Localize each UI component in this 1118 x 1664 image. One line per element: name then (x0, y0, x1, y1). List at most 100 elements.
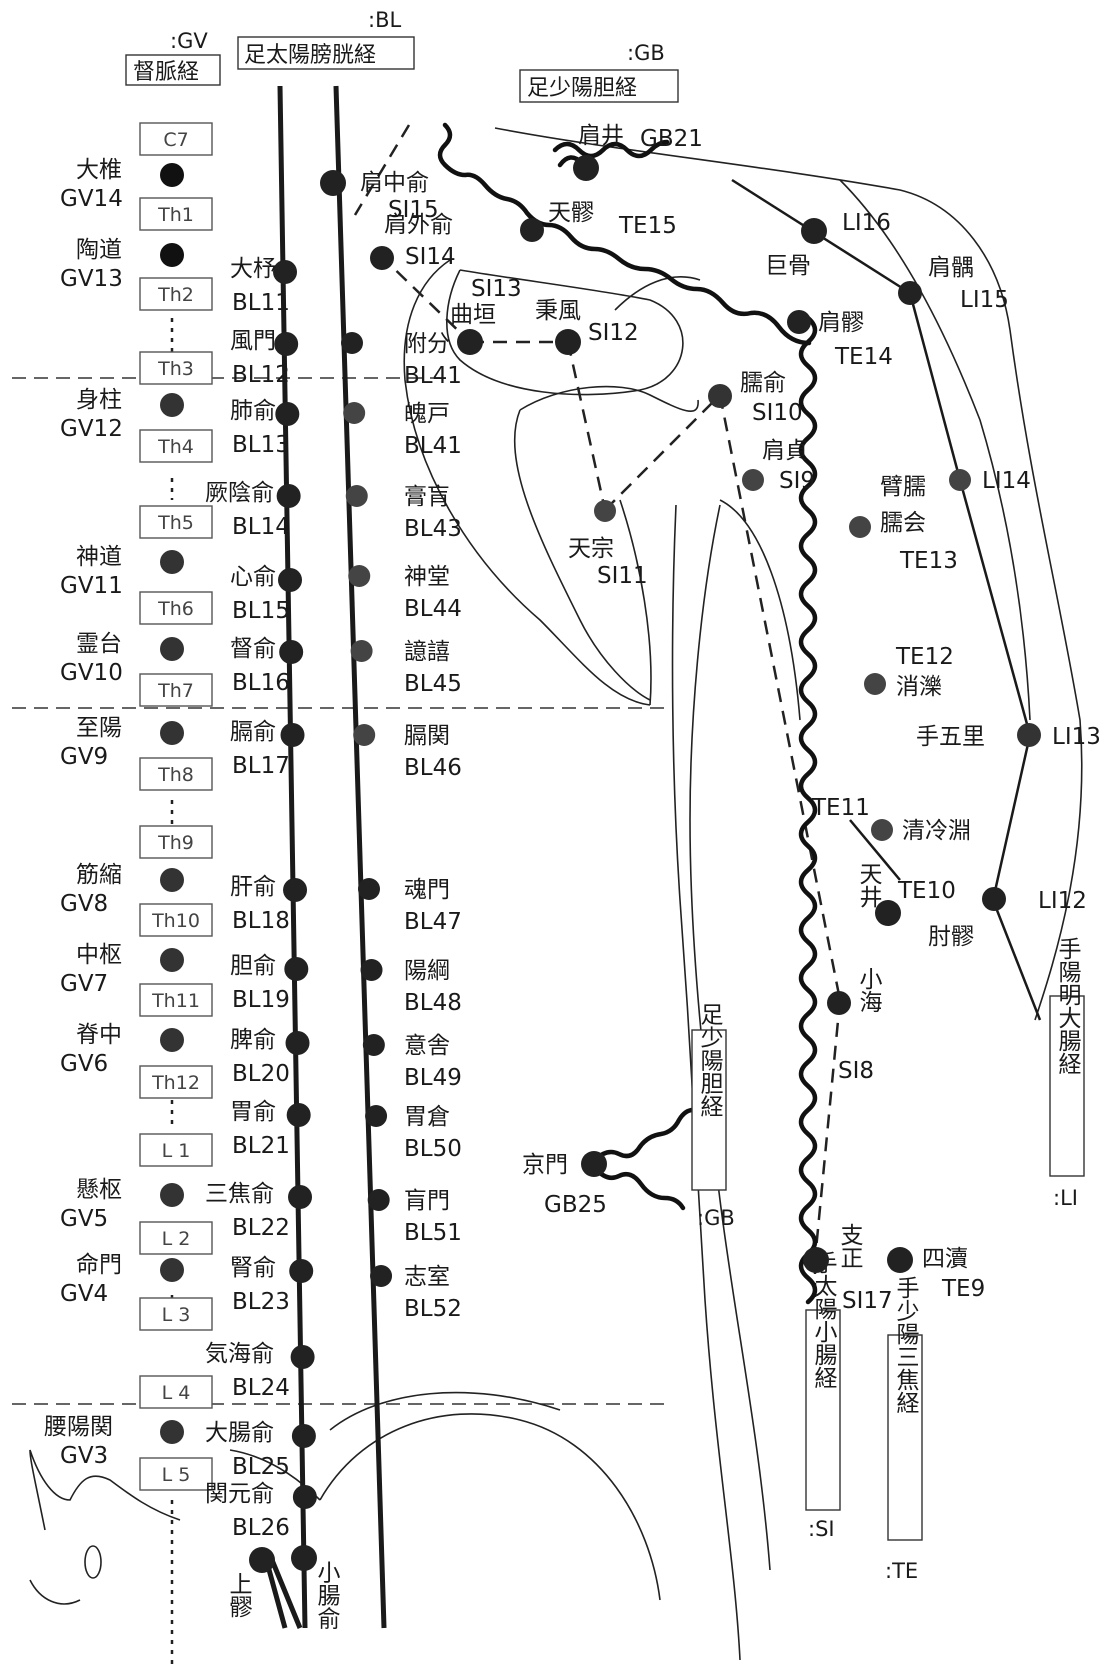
bl-inner-name: 膈俞 (230, 719, 276, 745)
bl-outer-code: BL47 (404, 909, 462, 935)
vertebra-box: Th4 (139, 429, 213, 463)
gb21-name: 肩井 (578, 123, 624, 149)
bl-inner-name: 風門 (230, 328, 276, 354)
bl-outer-dot (357, 878, 380, 900)
bl-inner-code: BL16 (232, 670, 290, 696)
bl-outer-code: BL48 (404, 990, 462, 1016)
si13-name: 曲垣 (450, 302, 496, 328)
svg-text:手陽明大腸経: 手陽明大腸経 (1054, 937, 1082, 1075)
si15-code: SI15 (388, 197, 439, 223)
te14-name: 肩髎 (818, 310, 864, 336)
vertebra-box: L 3 (139, 1297, 213, 1331)
gv-point-code: GV6 (60, 1051, 108, 1077)
bl-outer-code: BL50 (404, 1136, 462, 1162)
vertebra-box: Th3 (139, 351, 213, 385)
gv-point-dot (160, 948, 184, 972)
bl-outer-dot (362, 1034, 385, 1056)
te11-code: TE11 (811, 795, 870, 821)
vertebra-label: Th8 (157, 764, 194, 786)
bl-inner-dot (289, 1259, 314, 1283)
gv-point-name: 命門 (76, 1252, 122, 1278)
bl-inner-name: 肺俞 (230, 398, 276, 424)
bl-inner-dot (292, 1485, 317, 1509)
bl-outer-code: BL41 (404, 363, 462, 389)
si12-name: 秉風 (535, 298, 581, 324)
vertebra-label: L 2 (162, 1228, 191, 1250)
bl-outer-dot (353, 724, 376, 746)
vertebra-label: C7 (163, 129, 188, 151)
vertebra-box: Th9 (139, 825, 213, 859)
svg-text::LI: :LI (1053, 1186, 1078, 1210)
si15-dot (320, 170, 346, 196)
gv-point-code: GV13 (60, 266, 123, 292)
gv-point-dot (160, 243, 184, 267)
bl-outer-name: 魄戸 (404, 401, 450, 427)
gb25-dot (581, 1151, 607, 1177)
si13-code: SI13 (471, 276, 522, 302)
svg-text:足少陽胆経: 足少陽胆経 (527, 76, 637, 101)
meridian-li-label: 手陽明大腸経 :LI (1049, 937, 1085, 1210)
vertebra-label: Th11 (151, 990, 200, 1012)
li13-name: 手五里 (916, 724, 985, 750)
te12-code: TE12 (895, 644, 954, 670)
vertebra-label: Th5 (157, 512, 194, 534)
vertebra-boxes: C7Th1Th2Th3Th4Th5Th6Th7Th8Th9Th10Th11Th1… (139, 122, 213, 1491)
jouryo-label: 上髎 (225, 1572, 252, 1618)
bl-inner-code: BL13 (232, 432, 290, 458)
gv-point-code: GV9 (60, 744, 108, 770)
gv-point-dot (160, 637, 184, 661)
gv-point-name: 陶道 (76, 237, 122, 263)
bl-outer-points: 附分BL41魄戸BL41膏肓BL43神堂BL44譩譆BL45膈関BL46魂門BL… (341, 331, 462, 1322)
si12-dot (555, 329, 581, 355)
bl-outer-dot (345, 485, 368, 507)
vertebra-label: Th1 (157, 204, 194, 226)
vertebra-box: Th7 (139, 673, 213, 707)
bl-inner-code: BL18 (232, 908, 290, 934)
bl-inner-code: BL23 (232, 1289, 290, 1315)
si9-dot (742, 469, 764, 491)
te15-name: 天髎 (548, 200, 594, 226)
si11-name: 天宗 (568, 536, 614, 562)
meridian-gb-label: :GB 足少陽胆経 (519, 41, 679, 103)
gb25-name: 京門 (522, 1152, 568, 1178)
gv-point-name: 神道 (76, 544, 122, 570)
bl-outer-dot (343, 402, 366, 424)
gv-point-name: 脊中 (76, 1022, 122, 1048)
si8-name: 小海 (855, 967, 883, 1013)
si-points: 肩中俞 SI15 肩外俞 SI14 SI13 曲垣 秉風 SI12 天宗 SI1… (320, 170, 893, 1314)
bl-inner-dot (275, 402, 300, 426)
vertebra-box: Th11 (139, 983, 213, 1017)
bl-inner-dot (274, 332, 299, 356)
bl-inner-dot (276, 484, 301, 508)
gb25-code: GB25 (544, 1192, 607, 1218)
gv-point-code: GV8 (60, 891, 108, 917)
bl-outer-dot (348, 565, 371, 587)
vertebra-box: Th12 (139, 1065, 213, 1099)
li15-code: LI15 (960, 287, 1009, 313)
vertebra-label: L 5 (162, 1464, 191, 1486)
gv-point-code: GV11 (60, 573, 123, 599)
te15-dot (520, 218, 544, 242)
gv-point-name: 霊台 (76, 631, 122, 657)
bl-inner-name: 厥陰俞 (205, 480, 274, 506)
vertebra-label: Th4 (157, 436, 194, 458)
gv-point-name: 中枢 (76, 942, 122, 968)
li12-code: LI12 (1038, 888, 1087, 914)
vertebra-label: Th2 (157, 284, 194, 306)
bl-outer-code: BL43 (404, 516, 462, 542)
bl-inner-name: 腎俞 (230, 1255, 276, 1281)
bl-inner-dot (288, 1185, 313, 1209)
bl-inner-code: BL26 (232, 1515, 290, 1541)
